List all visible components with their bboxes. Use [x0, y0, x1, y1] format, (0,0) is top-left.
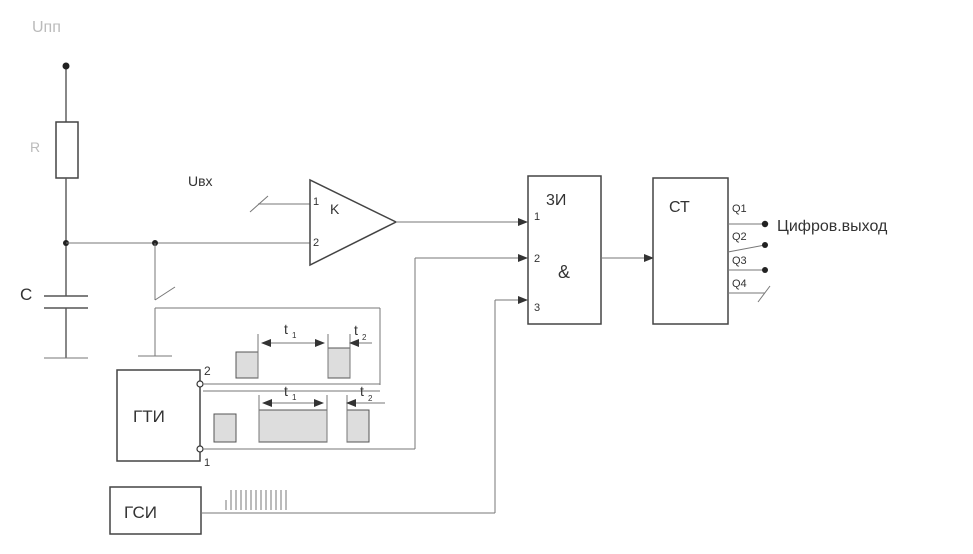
q2-label: Q2 — [732, 231, 747, 243]
q3-label: Q3 — [732, 255, 747, 267]
gsi-box — [109, 486, 202, 535]
and-input-1-label: 1 — [534, 211, 540, 223]
clock-pulses — [225, 490, 287, 510]
and-gate-box — [527, 175, 602, 325]
gti-output-1-terminal — [196, 445, 204, 453]
t2-bottom-sub: 2 — [368, 394, 373, 403]
gti-output-1-label: 1 — [204, 457, 210, 469]
t1-bottom-label: t — [284, 383, 288, 399]
q3-terminal — [762, 267, 768, 273]
counter-box — [652, 177, 729, 325]
comparator-input-2: 2 — [313, 237, 319, 249]
gsi-label: ГСИ — [124, 503, 157, 522]
t2-top-label: t — [354, 322, 358, 338]
supply-node — [62, 62, 70, 70]
q2-terminal — [762, 242, 768, 248]
q1-terminal — [761, 220, 769, 228]
gti-box — [116, 369, 201, 462]
and-gate-title: 3И — [546, 192, 566, 209]
gti-label: ГТИ — [133, 407, 165, 426]
t2-bottom-label: t — [360, 383, 364, 399]
capacitor-symbol — [44, 295, 88, 359]
bottom-pulse-train — [213, 395, 385, 443]
q1-label: Q1 — [732, 203, 747, 215]
t1-bottom-sub: 1 — [292, 393, 297, 402]
resistor-branch — [55, 62, 79, 296]
resistor-symbol — [55, 121, 79, 179]
and-input-3-label: 3 — [534, 302, 540, 314]
discharge-switch — [154, 286, 176, 301]
capacitor-label: C — [20, 285, 32, 304]
input-label: Uвх — [188, 173, 213, 189]
and-input-2-label: 2 — [534, 253, 540, 265]
digital-output-label: Цифров.выход — [777, 218, 888, 235]
comparator-input-1: 1 — [313, 196, 319, 208]
and-gate-symbol: & — [558, 262, 570, 282]
comparator-label: K — [330, 201, 340, 217]
top-pulse-train — [235, 334, 372, 379]
gti-output-2-label: 2 — [204, 364, 211, 378]
counter-label: СТ — [669, 199, 690, 216]
supply-label: Uпп — [32, 19, 61, 36]
q4-label: Q4 — [732, 278, 747, 290]
comparator-triangle — [309, 178, 398, 267]
t1-top-label: t — [284, 321, 288, 337]
t1-top-sub: 1 — [292, 331, 297, 340]
resistor-label: R — [30, 139, 40, 155]
t2-top-sub: 2 — [362, 333, 367, 342]
gti-output-2-terminal — [196, 380, 204, 388]
counter-outputs — [727, 220, 771, 303]
